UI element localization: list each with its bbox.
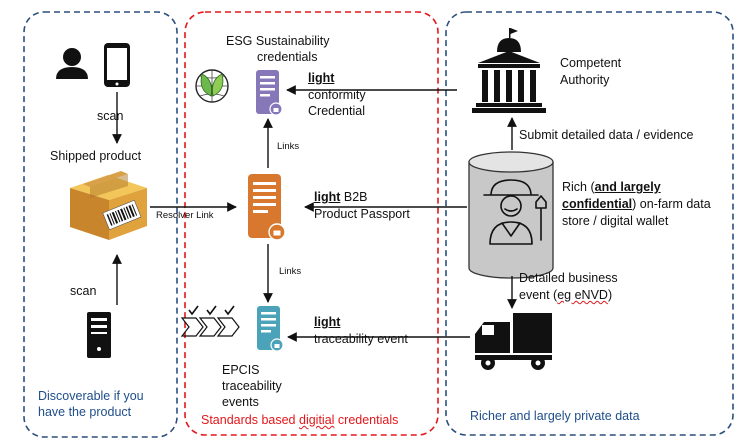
traceability-event-doc-icon bbox=[257, 306, 284, 352]
middle-caption: Standards based digitial credentials bbox=[201, 413, 398, 428]
links-label-bottom: Links bbox=[279, 266, 302, 277]
scan-label-bottom: scan bbox=[70, 284, 97, 298]
conformity-light-label: light bbox=[308, 71, 335, 85]
esg-label-line2: credentials bbox=[257, 50, 318, 64]
epcis-label-line3: events bbox=[222, 395, 259, 409]
traceability-event-label: traceability event bbox=[314, 332, 408, 346]
government-building-icon bbox=[472, 28, 546, 113]
rich-confidential: confidential bbox=[562, 197, 633, 211]
left-caption-line1: Discoverable if you bbox=[38, 389, 144, 403]
product-passport-label: Product Passport bbox=[314, 207, 410, 221]
resolver-link-label: Resolver Link bbox=[156, 210, 214, 221]
phone-icon bbox=[104, 43, 130, 87]
shipped-product-label: Shipped product bbox=[50, 149, 142, 163]
right-panel-border bbox=[445, 11, 734, 436]
b2b-label-line1: light B2B bbox=[314, 190, 368, 205]
business-event-line2: event (eg eNVD) bbox=[519, 288, 612, 303]
authority-label-line2: Authority bbox=[560, 73, 610, 87]
conformity-credential-doc-icon bbox=[256, 70, 283, 116]
right-caption: Richer and largely private data bbox=[470, 409, 640, 423]
left-caption-line2: have the product bbox=[38, 405, 132, 419]
trace-light-label: light bbox=[314, 315, 341, 329]
event-envd: eg eNVD bbox=[557, 288, 608, 302]
rich-prefix: Rich ( bbox=[562, 180, 595, 194]
middle-caption-prefix: Standards based bbox=[201, 413, 299, 427]
b2b-light-label: light bbox=[314, 190, 341, 204]
links-label-top: Links bbox=[277, 141, 300, 152]
esg-label-line1: ESG Sustainability bbox=[226, 34, 330, 48]
farmer-icon bbox=[483, 179, 547, 245]
data-store-cylinder-icon bbox=[468, 151, 554, 279]
middle-caption-suffix: credentials bbox=[334, 413, 399, 427]
middle-caption-digitial: digitial bbox=[299, 413, 335, 427]
middle-panel-border bbox=[184, 11, 439, 436]
event-prefix: event ( bbox=[519, 288, 558, 302]
person-icon bbox=[56, 48, 88, 79]
epcis-label-line1: EPCIS bbox=[222, 363, 260, 377]
rich-label-line1: Rich (and largely bbox=[562, 180, 661, 195]
box-with-barcode-icon bbox=[70, 171, 147, 240]
rich-label-line2: confidential) on-farm data bbox=[562, 197, 711, 212]
truck-icon bbox=[475, 313, 552, 370]
scan-label-top: scan bbox=[97, 109, 124, 123]
epcis-events-chevrons-icon bbox=[180, 305, 240, 337]
rich-after: ) on-farm data bbox=[632, 197, 711, 211]
product-passport-doc-icon bbox=[248, 174, 286, 241]
credential-label: Credential bbox=[308, 104, 365, 118]
business-event-line1: Detailed business bbox=[519, 271, 618, 285]
b2b-label: B2B bbox=[340, 190, 368, 204]
computer-tower-icon bbox=[87, 312, 111, 358]
event-suffix: ) bbox=[607, 288, 613, 302]
authority-label-line1: Competent bbox=[560, 56, 622, 70]
submit-evidence-label: Submit detailed data / evidence bbox=[519, 128, 694, 142]
epcis-label-line2: traceability bbox=[222, 379, 282, 393]
rich-and-largely: and largely bbox=[594, 180, 661, 194]
rich-label-line3: store / digital wallet bbox=[562, 214, 669, 228]
conformity-label: conformity bbox=[308, 88, 366, 102]
eco-globe-icon bbox=[195, 69, 229, 103]
